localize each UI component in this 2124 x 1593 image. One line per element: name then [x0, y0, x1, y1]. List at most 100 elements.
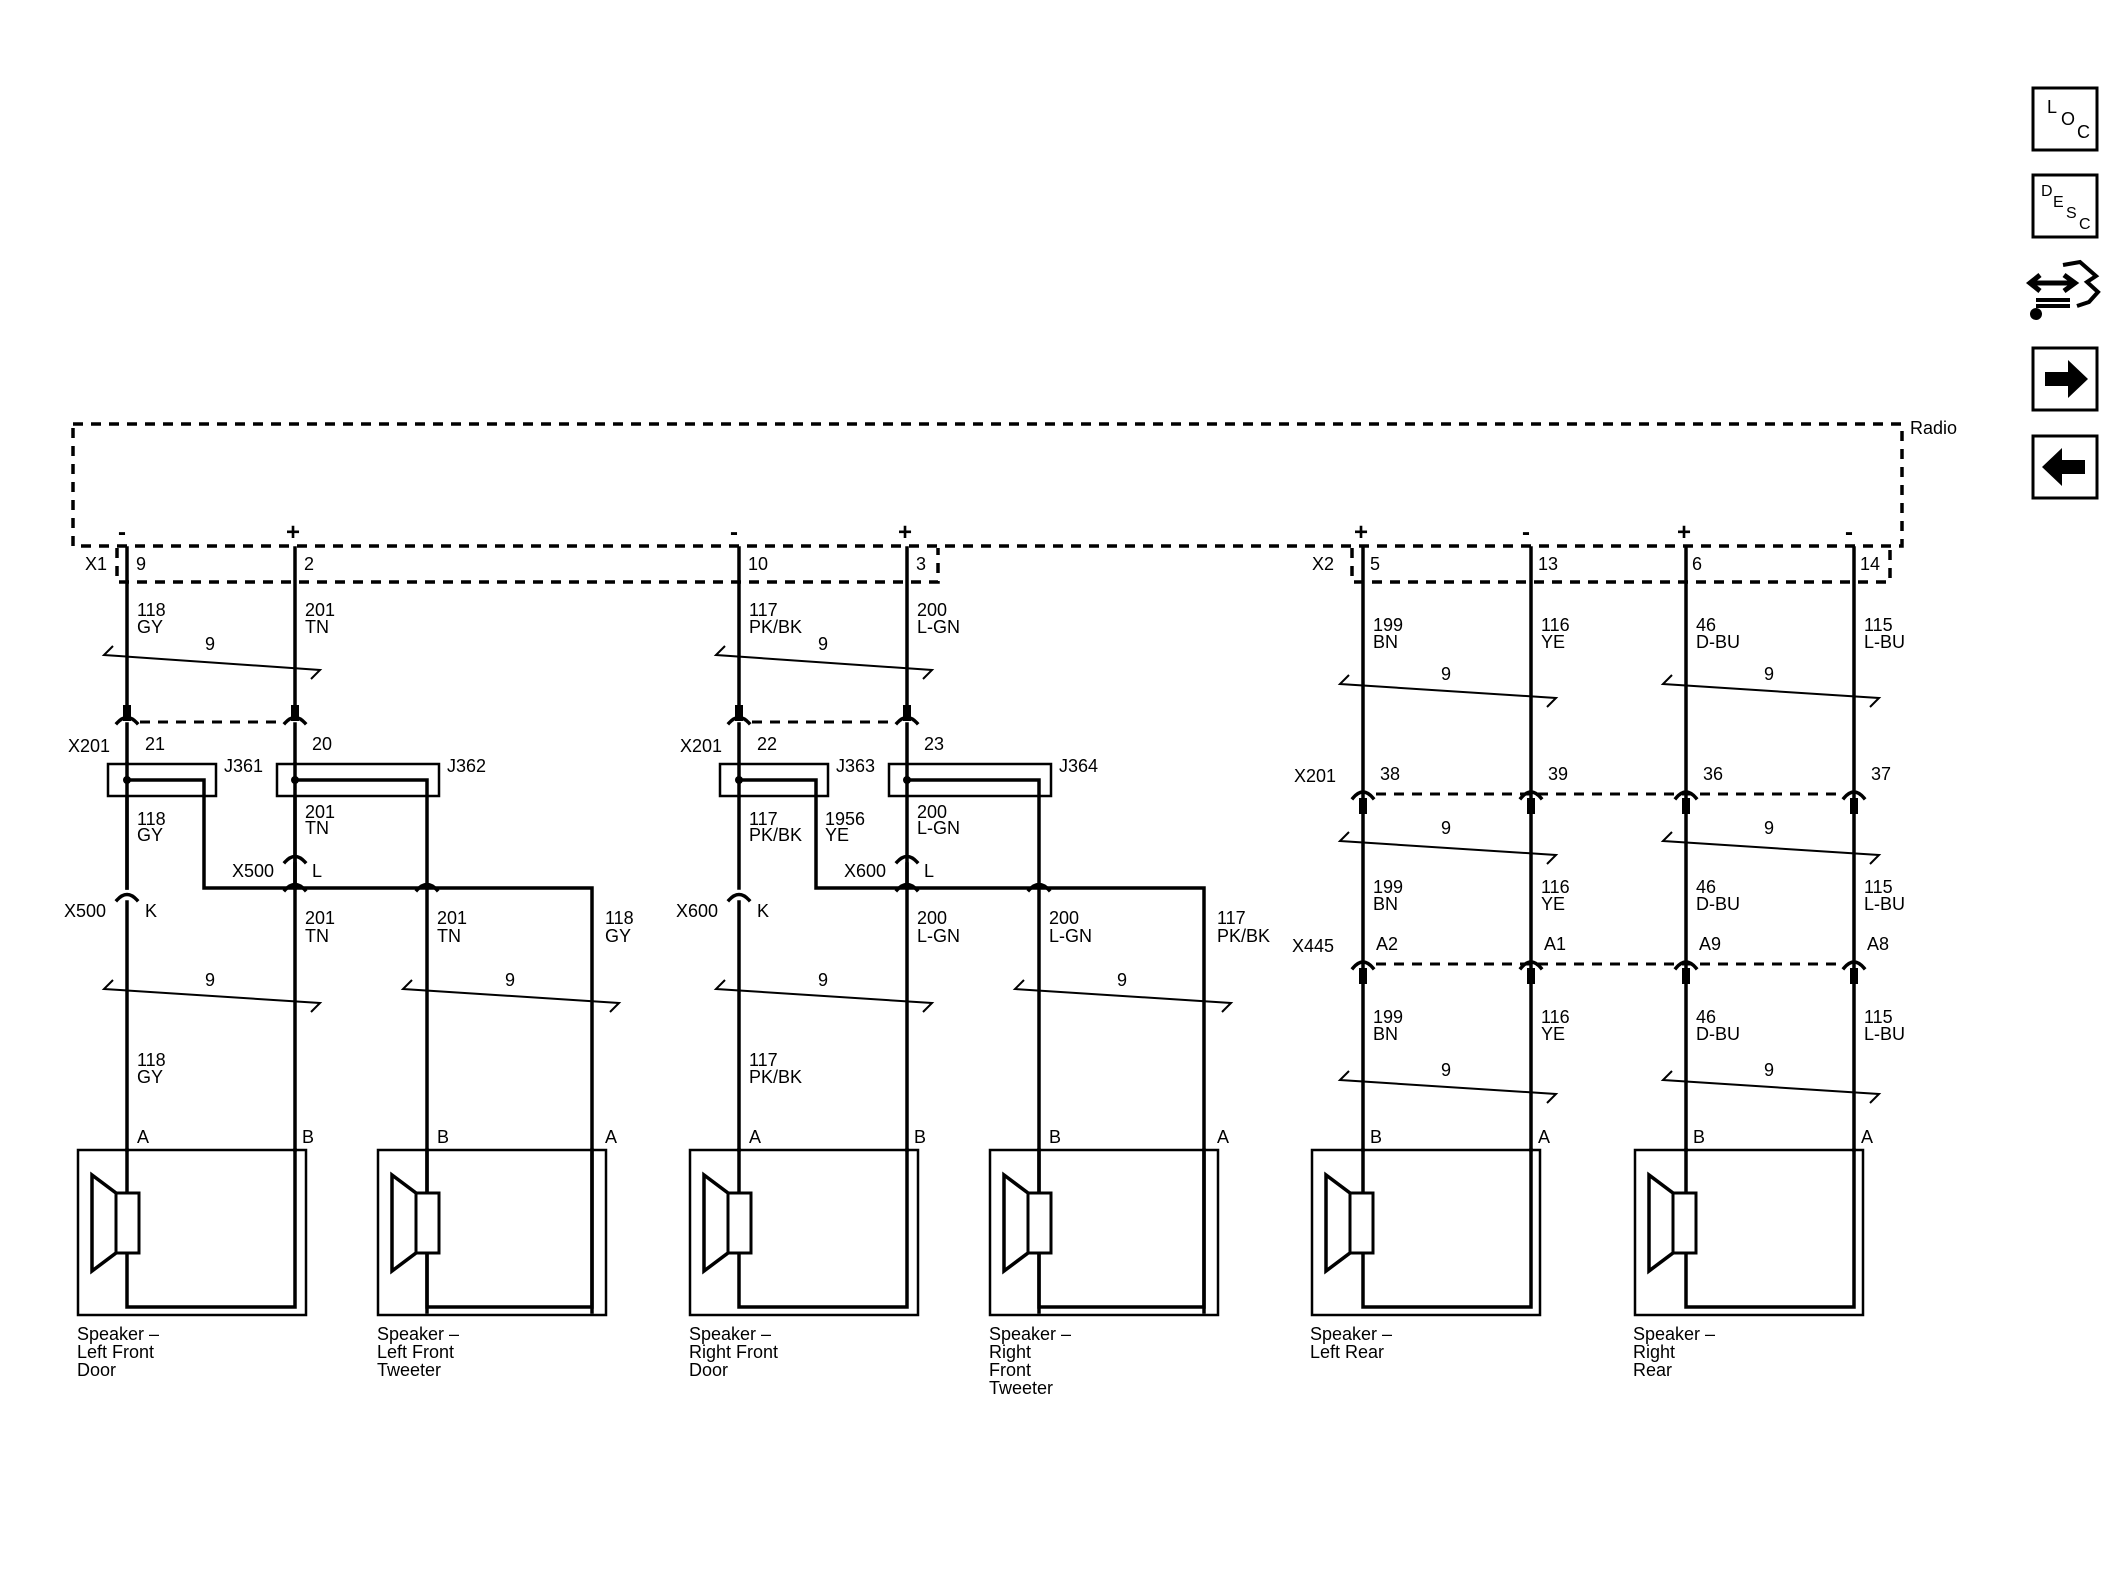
wire-label: L-BU	[1864, 632, 1905, 652]
speaker-caption: Front	[989, 1360, 1031, 1380]
x2-pin-5: 5	[1370, 554, 1380, 574]
x1-connector	[115, 548, 940, 584]
x500-label: X500	[232, 861, 274, 881]
x1-label: X1	[85, 554, 107, 574]
polarity-lr-plus: +	[1354, 519, 1368, 546]
twist-label: 9	[205, 970, 215, 990]
x201-pin-23: 23	[924, 734, 944, 754]
x201-pin-20: 20	[312, 734, 332, 754]
twist-mark	[1660, 831, 1882, 865]
speaker-pin-b: B	[302, 1127, 314, 1147]
speaker-right-front-tweeter: B A Speaker – Right Front Tweeter	[988, 1127, 1229, 1398]
wire-label: L-GN	[917, 926, 960, 946]
x201-connector-lf: X201 21 20	[68, 705, 332, 756]
wire-label: 201	[437, 908, 467, 928]
speaker-magnet-icon	[1671, 1191, 1698, 1255]
rear-circuits: 199 BN 116 YE 46 D-BU 115 L-BU 9 9 X201 …	[1292, 546, 1905, 1152]
speaker-caption: Speaker –	[989, 1324, 1071, 1344]
speaker-pin-b: B	[1049, 1127, 1061, 1147]
loc-letter-l: L	[2047, 97, 2057, 117]
x445-label: X445	[1292, 936, 1334, 956]
loc-button[interactable]: L O C	[2031, 86, 2099, 152]
twist-label: 9	[818, 634, 828, 654]
wire-label: D-BU	[1696, 1024, 1740, 1044]
polarity-lf-plus: +	[286, 519, 300, 546]
x445-pin-a1: A1	[1544, 934, 1566, 954]
next-arrow-button[interactable]	[2031, 346, 2099, 412]
arrow-left-icon	[2042, 448, 2085, 486]
twist-label: 9	[1764, 818, 1774, 838]
wire-label: 200	[1049, 908, 1079, 928]
speaker-cone-icon	[702, 1171, 731, 1275]
wire-label: 1956	[825, 809, 865, 829]
radio-outline	[71, 422, 1904, 548]
wire-label: PK/BK	[749, 825, 802, 845]
wire-label: TN	[305, 617, 329, 637]
radio-module: Radio X1 X2 - + - + + - + - 9 2 10 3 5 1…	[71, 418, 1957, 584]
twist-mark	[1337, 831, 1559, 865]
speaker-caption: Speaker –	[377, 1324, 459, 1344]
x445-pin-a8: A8	[1867, 934, 1889, 954]
loc-letter-c: C	[2077, 122, 2090, 142]
speaker-pin-b: B	[1370, 1127, 1382, 1147]
x201-pin-38: 38	[1380, 764, 1400, 784]
x445-pin-a2: A2	[1376, 934, 1398, 954]
twist-label: 9	[505, 970, 515, 990]
twist-mark	[713, 979, 935, 1013]
speaker-pin-b: B	[437, 1127, 449, 1147]
polarity-rf-plus: +	[898, 519, 912, 546]
x600-pin-l: L	[924, 861, 934, 881]
twist-mark	[1660, 1070, 1882, 1104]
wire-label: GY	[137, 825, 163, 845]
twist-mark	[1337, 1070, 1559, 1104]
wire-label: TN	[305, 926, 329, 946]
speaker-caption: Door	[689, 1360, 728, 1380]
j362-label: J362	[447, 756, 486, 776]
wire-label: BN	[1373, 894, 1398, 914]
polarity-rf-minus: -	[730, 519, 738, 546]
twist-label: 9	[1764, 664, 1774, 684]
x2-connector	[1350, 548, 1892, 584]
x2-pin-6: 6	[1692, 554, 1702, 574]
twist-label: 9	[1764, 1060, 1774, 1080]
wire-label: 46	[1696, 615, 1716, 635]
twist-mark	[1660, 674, 1882, 708]
wire-label: L-BU	[1864, 1024, 1905, 1044]
speaker-cone-icon	[1647, 1171, 1676, 1275]
x201-label: X201	[680, 736, 722, 756]
prev-arrow-button[interactable]	[2031, 434, 2099, 500]
speaker-pin-a: A	[137, 1127, 149, 1147]
wire-label: TN	[305, 818, 329, 838]
x201-pin-36: 36	[1703, 764, 1723, 784]
speaker-caption: Speaker –	[1310, 1324, 1392, 1344]
desc-letter-s: S	[2066, 205, 2077, 222]
x500-pin-k: K	[145, 901, 157, 921]
wire-label: D-BU	[1696, 894, 1740, 914]
speaker-magnet-icon	[414, 1191, 441, 1255]
wire-label: YE	[1541, 1024, 1565, 1044]
speaker-pin-b: B	[1693, 1127, 1705, 1147]
x1-pin-10: 10	[748, 554, 768, 574]
wrench-head-icon	[2030, 308, 2042, 320]
speaker-pin-a: A	[1861, 1127, 1873, 1147]
speaker-caption: Right Front	[689, 1342, 778, 1362]
wire-label: 115	[1864, 877, 1893, 897]
wire-label: 116	[1541, 1007, 1570, 1027]
speaker-magnet-icon	[114, 1191, 141, 1255]
wire-label: 117	[749, 600, 778, 620]
wire-label: L-BU	[1864, 894, 1905, 914]
speaker-pin-a: A	[1217, 1127, 1229, 1147]
speaker-caption: Left Front	[377, 1342, 454, 1362]
connector-icon-button[interactable]	[2025, 259, 2101, 320]
speaker-caption: Speaker –	[77, 1324, 159, 1344]
x2-pin-14: 14	[1860, 554, 1880, 574]
speaker-right-front-door: A B Speaker – Right Front Door	[688, 1127, 926, 1380]
twist-label: 9	[1117, 970, 1127, 990]
x600-label: X600	[676, 901, 718, 921]
x2-pin-13: 13	[1538, 554, 1558, 574]
speaker-caption: Left Front	[77, 1342, 154, 1362]
wire-label: PK/BK	[749, 617, 802, 637]
desc-button[interactable]: D E S C	[2031, 173, 2099, 239]
x201-pin-21: 21	[145, 734, 165, 754]
